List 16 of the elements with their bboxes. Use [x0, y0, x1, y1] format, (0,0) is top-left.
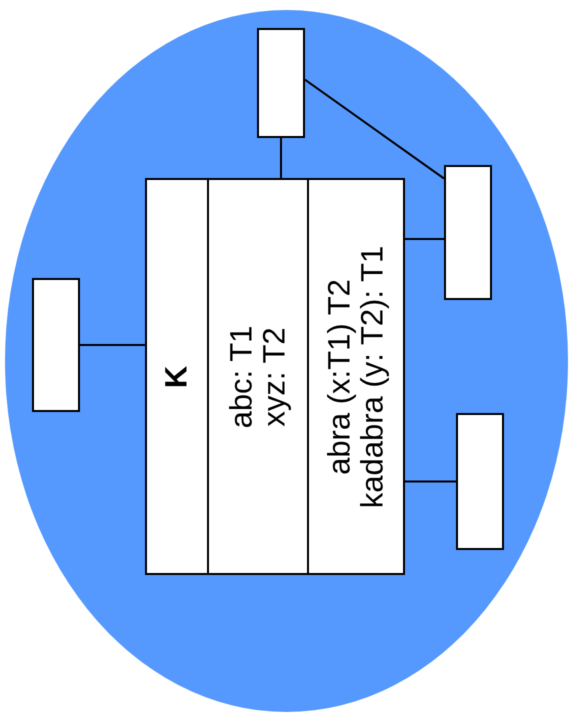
method-text: abra (x:T1) T2 — [323, 278, 356, 474]
empty-box — [444, 165, 492, 300]
connector-line — [405, 480, 456, 482]
class-name: K — [160, 365, 194, 388]
connector-line — [405, 238, 444, 240]
method-text: kadabra (y: T2): T1 — [356, 245, 389, 508]
connector-line — [280, 138, 282, 178]
connector-line — [80, 344, 145, 346]
connector-line — [304, 78, 445, 180]
attribute-text: abc: T1 — [225, 325, 258, 428]
class-box — [145, 178, 405, 575]
ellipse-region — [5, 10, 568, 712]
attribute-text: xyz: T2 — [258, 326, 291, 426]
empty-box — [257, 28, 305, 138]
empty-box — [456, 413, 504, 550]
empty-box — [32, 278, 80, 412]
